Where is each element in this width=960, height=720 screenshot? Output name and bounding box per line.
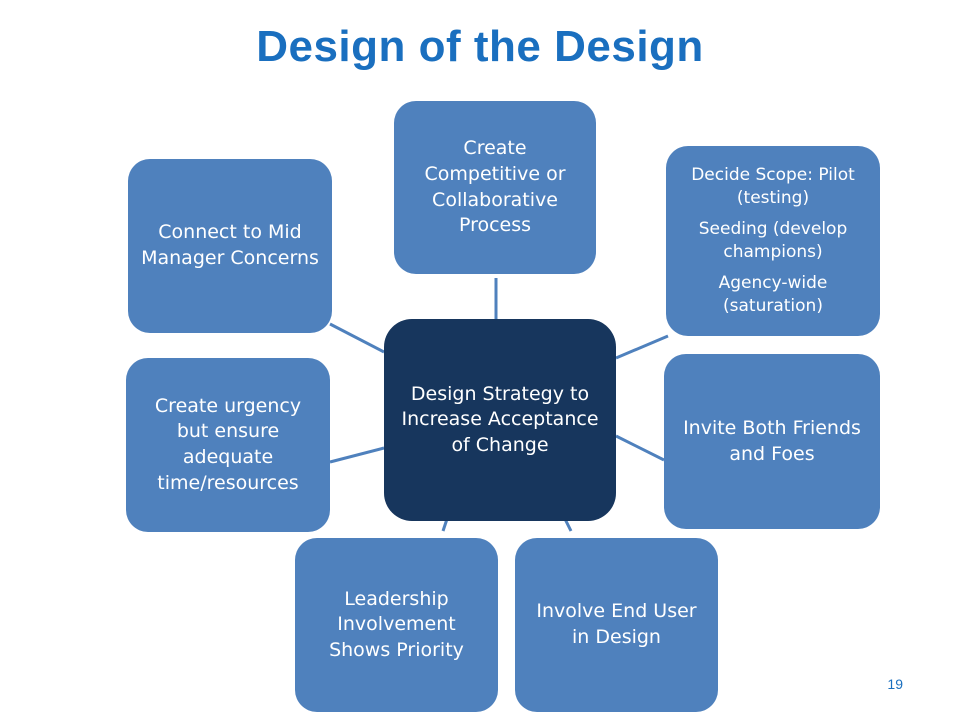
connector-leadership [441,518,449,532]
node-decide-scope: Decide Scope: Pilot (testing) Seeding (d… [666,146,880,336]
scope-line-seeding: Seeding (develop champions) [698,219,848,262]
connector-urgency [329,446,385,464]
node-urgency: Create urgency but ensure adequate time/… [126,358,330,532]
connector-mid-manager [329,322,385,354]
node-invite: Invite Both Friends and Foes [664,354,880,529]
node-end-user-label: Involve End User in Design [536,600,697,648]
node-mid-manager-label: Connect to Mid Manager Concerns [141,221,319,269]
node-mid-manager: Connect to Mid Manager Concerns [128,159,332,333]
node-leadership-label: Leadership Involvement Shows Priority [329,587,464,661]
connector-invite [615,434,665,462]
node-urgency-label: Create urgency but ensure adequate time/… [154,394,302,494]
node-invite-label: Invite Both Friends and Foes [683,416,861,465]
node-end-user: Involve End User in Design [515,538,718,712]
node-competitive-process: Create Competitive or Collaborative Proc… [394,101,596,274]
node-leadership: Leadership Involvement Shows Priority [295,538,498,712]
node-center-strategy: Design Strategy to Increase Acceptance o… [384,319,616,521]
scope-line-pilot: Decide Scope: Pilot (testing) [691,165,855,209]
page-number: 19 [887,676,903,692]
scope-line-agency: Agency-wide (saturation) [718,272,828,316]
node-center-label: Design Strategy to Increase Acceptance o… [401,382,599,456]
node-competitive-label: Create Competitive or Collaborative Proc… [424,137,566,237]
connector-scope [615,334,669,360]
connector-end-user [563,518,573,532]
page-title: Design of the Design [256,22,704,71]
